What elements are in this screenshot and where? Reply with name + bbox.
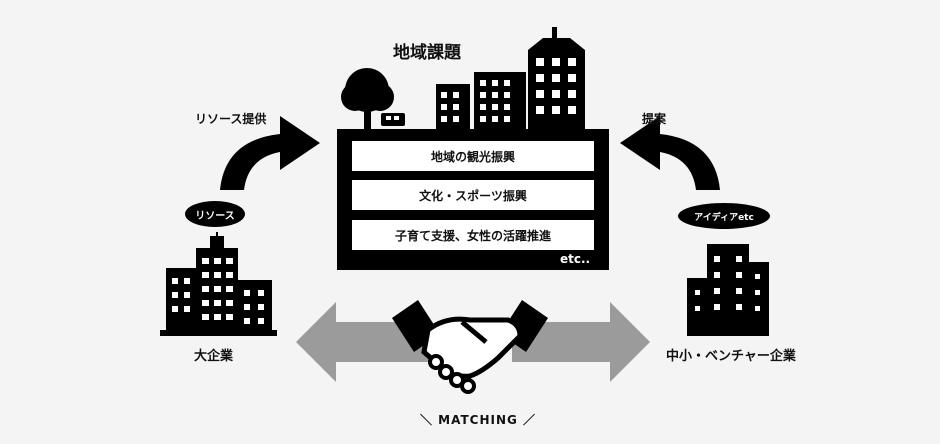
left-curved-arrow-icon xyxy=(220,116,320,190)
sme-company-label: 中小・ベンチャー企業 xyxy=(666,349,796,364)
sme-company-icon xyxy=(687,244,769,336)
diagram-title: 地域課題 xyxy=(393,43,461,63)
right-gray-arrow-icon xyxy=(512,302,650,382)
large-company-icon xyxy=(160,232,277,336)
issues-etc: etc.. xyxy=(560,252,591,266)
issue-culture-sports: 文化・スポーツ振興 xyxy=(352,180,594,210)
right-curved-arrow-icon xyxy=(620,116,720,190)
issue-tourism: 地域の観光振興 xyxy=(352,141,594,171)
city-skyline-icon xyxy=(341,27,585,130)
handshake-icon xyxy=(392,300,548,394)
large-company-label: 大企業 xyxy=(194,349,234,364)
idea-bubble: アイディアetc xyxy=(678,203,770,229)
issue-childcare-women: 子育て支援、女性の活躍推進 xyxy=(352,220,594,250)
resource-flow-label: リソース提供 xyxy=(195,112,267,126)
proposal-flow-label: 提案 xyxy=(642,112,667,126)
resource-bubble: リソース xyxy=(185,201,245,227)
matching-label: ＼ MATCHING ／ xyxy=(420,413,537,427)
